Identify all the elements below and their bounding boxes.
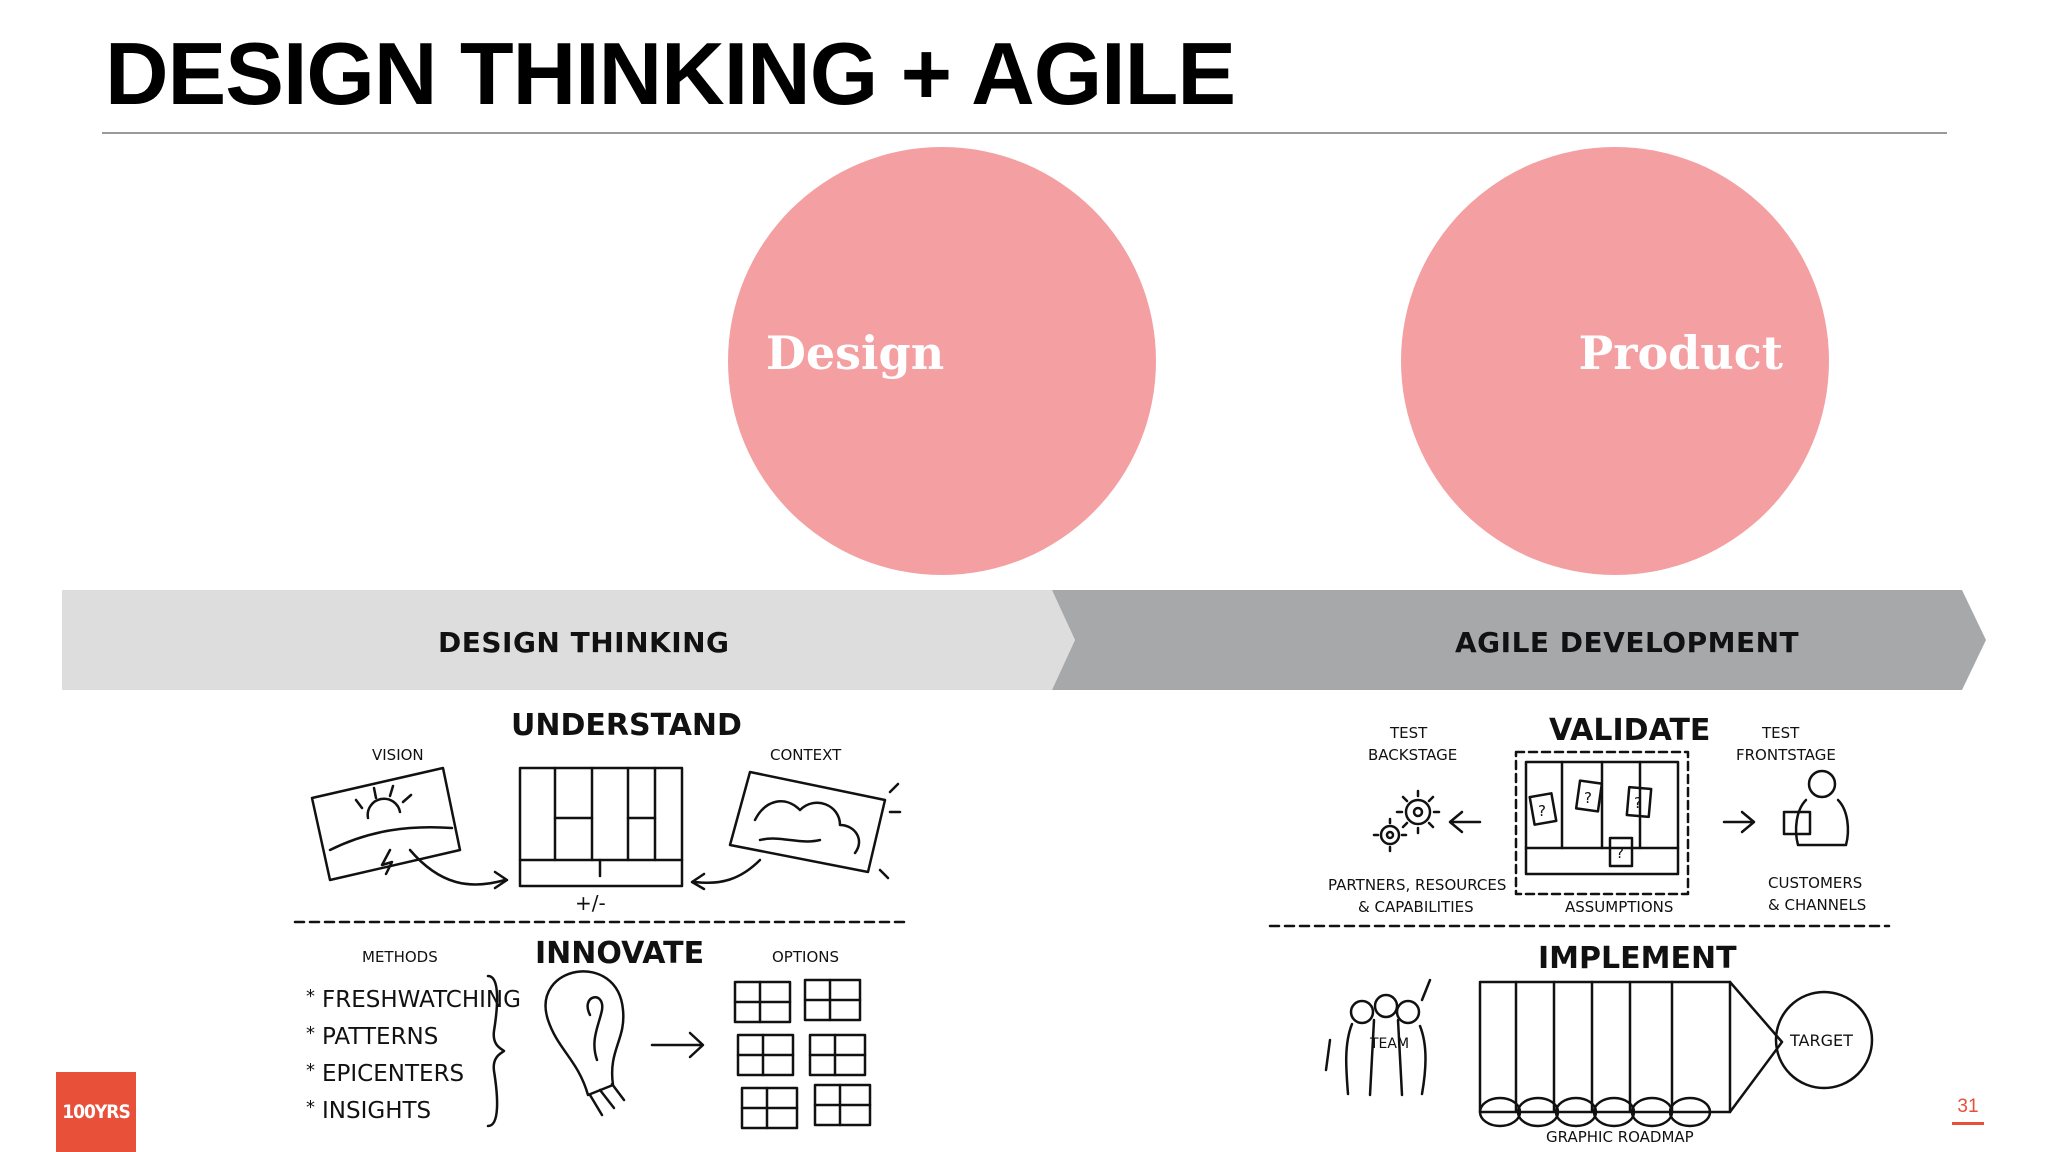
implement-heading: IMPLEMENT xyxy=(1538,941,1737,976)
team-people-icon xyxy=(1324,978,1432,1097)
svg-text:?: ? xyxy=(1616,844,1624,862)
partners-label-line2: & CAPABILITIES xyxy=(1358,898,1474,916)
design-circle: Design xyxy=(728,147,1156,575)
test-backstage-label-line2: BACKSTAGE xyxy=(1368,746,1457,764)
phase-label-agile-development: AGILE DEVELOPMENT xyxy=(1455,626,1800,659)
graphic-roadmap-label: GRAPHIC ROADMAP xyxy=(1546,1128,1694,1146)
svg-text:?: ? xyxy=(1538,802,1546,820)
design-circle-label: Design xyxy=(766,326,945,380)
context-card-icon xyxy=(728,770,902,880)
understand-heading: UNDERSTAND xyxy=(511,708,742,743)
options-grid-icon xyxy=(733,978,872,1130)
test-frontstage-label-line2: FRONTSTAGE xyxy=(1736,746,1836,764)
title-divider xyxy=(102,132,1947,134)
validate-board-icon: ? ? ? ? xyxy=(1514,750,1690,896)
plus-minus-label: +/- xyxy=(575,891,606,915)
customers-label-line1: CUSTOMERS xyxy=(1768,874,1862,892)
method-item: EPICENTERS xyxy=(322,1061,464,1087)
arrow-vision-to-grid xyxy=(408,848,507,886)
svg-text:*: * xyxy=(306,1023,315,1044)
arrow-context-to-grid xyxy=(693,858,762,884)
validate-heading: VALIDATE xyxy=(1549,713,1710,748)
svg-text:*: * xyxy=(306,1060,315,1081)
roadmap-train-icon xyxy=(1478,980,1784,1128)
phase-label-design-thinking: DESIGN THINKING xyxy=(438,626,730,659)
page-number: 31 xyxy=(1957,1096,1979,1117)
method-item: INSIGHTS xyxy=(322,1098,431,1124)
svg-text:*: * xyxy=(306,1097,315,1118)
slide-title: DESIGN THINKING + AGILE xyxy=(105,24,1236,123)
target-icon xyxy=(1774,990,1874,1090)
company-logo: 100YRS xyxy=(56,1072,136,1152)
context-label: CONTEXT xyxy=(770,746,842,764)
page-number-underline xyxy=(1952,1122,1984,1125)
methods-label: METHODS xyxy=(362,948,438,966)
innovate-heading: INNOVATE xyxy=(535,936,704,971)
customers-label-line2: & CHANNELS xyxy=(1768,896,1866,914)
brace-icon xyxy=(486,974,506,1128)
lightbulb-icon xyxy=(544,970,626,1117)
arrow-to-options xyxy=(650,1031,705,1059)
agile-development-arrow xyxy=(1052,590,1986,690)
options-label: OPTIONS xyxy=(772,948,839,966)
test-frontstage-label-line1: TEST xyxy=(1761,724,1800,742)
arrow-to-frontstage xyxy=(1722,810,1756,834)
method-item: PATTERNS xyxy=(322,1024,438,1050)
svg-text:?: ? xyxy=(1634,794,1642,812)
logo-text: 100YRS xyxy=(62,1101,131,1123)
svg-text:?: ? xyxy=(1584,789,1592,807)
understand-grid-icon xyxy=(518,766,684,888)
partners-label-line1: PARTNERS, RESOURCES xyxy=(1328,876,1506,894)
product-circle: Product xyxy=(1401,147,1829,575)
assumptions-label: ASSUMPTIONS xyxy=(1565,898,1673,916)
method-item: FRESHWATCHING xyxy=(322,987,521,1013)
phase-arrows-graphic xyxy=(62,590,1986,690)
team-label: TEAM xyxy=(1369,1036,1409,1052)
target-label: TARGET xyxy=(1789,1031,1853,1050)
vision-label: VISION xyxy=(372,746,424,764)
gears-icon xyxy=(1372,789,1441,853)
phase-arrow-bar: DESIGN THINKING AGILE DEVELOPMENT xyxy=(62,590,1986,690)
design-thinking-sketch: UNDERSTAND VISION CONTEXT +/- xyxy=(290,700,910,1152)
design-thinking-arrow xyxy=(62,590,1075,690)
svg-text:*: * xyxy=(306,986,315,1007)
product-circle-label: Product xyxy=(1578,326,1783,380)
test-backstage-label-line1: TEST xyxy=(1389,724,1428,742)
agile-development-sketch: TEST BACKSTAGE VALIDATE TEST FRONTSTAGE … xyxy=(1262,700,1897,1152)
arrow-to-backstage xyxy=(1448,810,1482,834)
vision-card-icon xyxy=(310,766,462,882)
customer-person-icon xyxy=(1782,769,1850,847)
